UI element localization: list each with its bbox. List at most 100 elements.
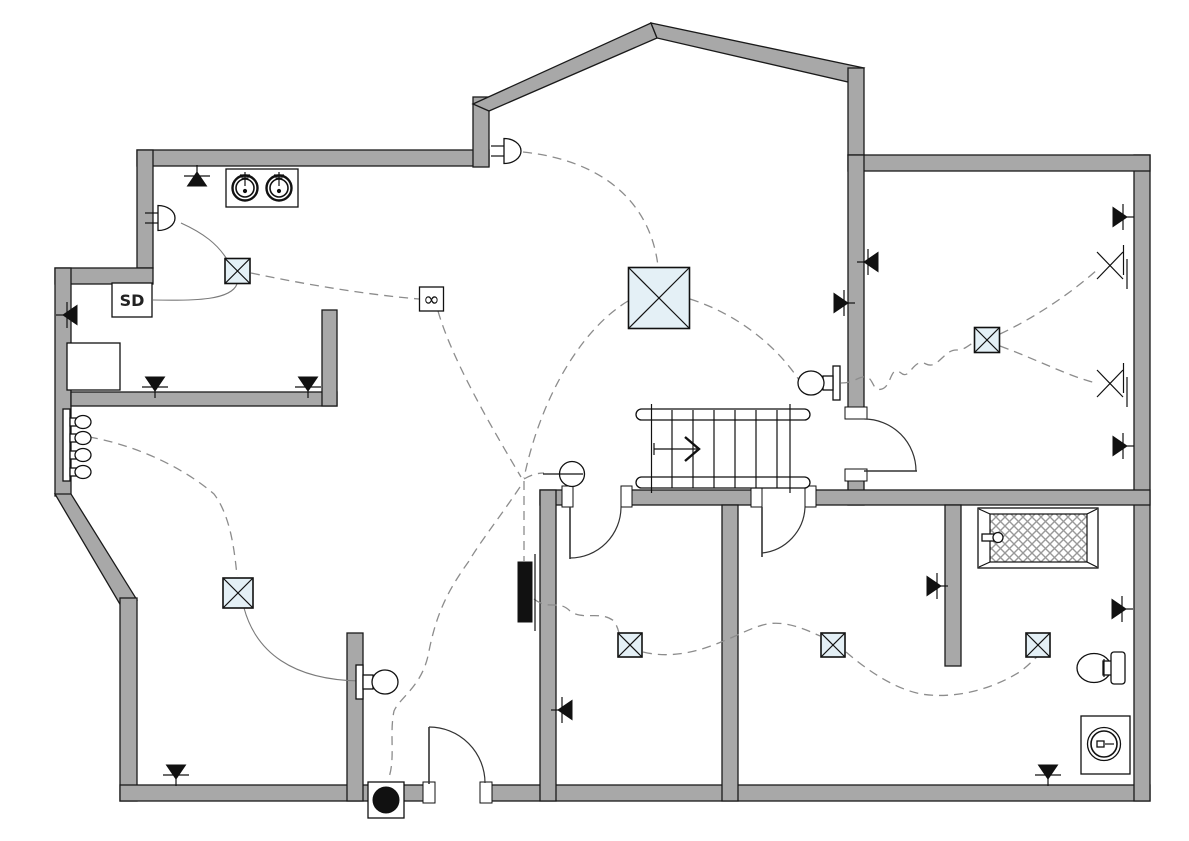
toilet xyxy=(1076,651,1126,685)
stair-direction-arrow xyxy=(653,436,701,462)
door-bottom-exterior xyxy=(422,726,493,804)
bathtub xyxy=(977,507,1099,569)
smoke-detector: SD xyxy=(111,282,153,318)
wire-to-sump-pump xyxy=(387,486,521,781)
wall-left-lower xyxy=(119,597,138,802)
wall-left-diagonal xyxy=(53,493,138,607)
outlet-bedroom-right-1 xyxy=(1112,204,1134,230)
symbol-layer: SD ∞ xyxy=(56,137,1134,819)
wire-room-left-to-room-right-box xyxy=(642,622,821,656)
door-jamb xyxy=(844,468,868,482)
walls xyxy=(53,22,1151,802)
outlet-laundry-top xyxy=(184,165,210,187)
outlet-bedroom-right-2 xyxy=(1112,433,1134,459)
door-swing-arc xyxy=(569,506,622,559)
stair-handrail-top xyxy=(635,408,811,421)
outlet-hall-right xyxy=(833,290,855,316)
laundry-sink xyxy=(225,168,299,208)
outlet-laundry-bottom-2 xyxy=(295,376,321,398)
outlet-laundry-left xyxy=(56,302,78,328)
outlet-bedroom-left xyxy=(857,249,879,275)
outlet-bath-right xyxy=(1111,596,1133,622)
wall-bottom-2 xyxy=(486,784,1151,802)
door-swing-arc xyxy=(863,418,917,472)
wall-lamp-laundry xyxy=(145,204,176,232)
outlet-bath-bottom xyxy=(1035,764,1061,786)
wall-light-bedroom-upper xyxy=(1096,245,1128,289)
wall-bay-left xyxy=(472,96,490,168)
wall-bay-right xyxy=(847,67,865,156)
ceiling-lamp-stairs xyxy=(543,460,586,488)
outlet-bath-divider xyxy=(926,573,948,599)
wall-divider-left xyxy=(539,489,557,802)
door-jamb xyxy=(844,406,868,420)
wire-fan-down xyxy=(437,310,522,478)
wire-lamp-to-box-laundry xyxy=(180,222,229,262)
wall-light-bedroom-lower xyxy=(1096,363,1128,407)
junction-box-main-ceiling xyxy=(627,266,691,330)
doors xyxy=(422,406,917,804)
door-jamb xyxy=(804,485,817,508)
wire-box-laundry-to-fan xyxy=(250,272,420,300)
fan-symbol-label: ∞ xyxy=(423,287,440,311)
wire-hall-lamp-to-bedroom-box xyxy=(840,341,976,391)
smoke-detector-label: SD xyxy=(120,291,145,310)
electrical-panel xyxy=(517,554,536,631)
wire-baylamp-to-main-box xyxy=(522,151,659,267)
wall-laundry-bottom xyxy=(70,391,338,407)
wall-bay-diag-right xyxy=(649,22,866,83)
wall-right xyxy=(1133,154,1151,802)
door-swing-arc xyxy=(428,726,486,784)
junction-box-room-right xyxy=(820,632,846,658)
door-room-right xyxy=(750,485,817,557)
wire-main-box-to-hall-lamp xyxy=(689,298,800,381)
wall-divider-vert-upper xyxy=(847,154,865,409)
cabinet xyxy=(66,342,121,391)
wire-main-box-down xyxy=(523,300,629,479)
wire-bedroom-box-to-light-upper xyxy=(999,269,1098,335)
door-jamb xyxy=(479,781,493,804)
wall-top-right xyxy=(847,154,1151,172)
wire-panel-to-room-left-box xyxy=(533,598,620,634)
door-jamb xyxy=(750,485,763,508)
wall-laundry-stub xyxy=(321,309,338,407)
track-light-left-wall xyxy=(62,408,92,482)
wire-bedroom-box-to-light-lower xyxy=(999,345,1097,384)
wire-box-to-smoke-detector xyxy=(152,283,238,301)
wall-lamp-family xyxy=(355,664,399,700)
wall-stub-bottom-left xyxy=(346,632,364,802)
wire-stub-to-stair-lamp xyxy=(523,472,545,480)
outlet-room-left xyxy=(551,697,573,723)
junction-box-room-left xyxy=(617,632,643,658)
fan-control: ∞ xyxy=(418,286,445,312)
junction-box-bedroom xyxy=(973,326,1001,354)
junction-box-bathroom xyxy=(1025,632,1051,658)
wall-lamp-hall xyxy=(797,365,841,401)
junction-box-laundry xyxy=(224,257,251,285)
wall-divider-mid xyxy=(721,504,739,802)
door-jamb xyxy=(422,781,436,804)
wire-box-to-lamp-family xyxy=(243,607,361,682)
door-stair-hall xyxy=(844,406,917,482)
door-jamb xyxy=(620,485,633,508)
wall-top-left xyxy=(136,149,490,167)
wire-track-to-family-box xyxy=(88,436,238,577)
door-jamb xyxy=(561,485,574,508)
wire-room-right-to-bath-box xyxy=(845,651,1038,697)
outlet-laundry-bottom-1 xyxy=(142,376,168,398)
wall-mid-horizontal-3 xyxy=(807,489,1151,506)
washing-machine xyxy=(1080,715,1131,775)
outlet-family-bottom xyxy=(163,764,189,786)
door-room-left xyxy=(561,485,633,559)
wall-bay-diag-left xyxy=(471,22,658,112)
wall-mid-horizontal-2 xyxy=(629,489,757,506)
wall-lamp-bay xyxy=(491,137,522,165)
staircase xyxy=(635,404,811,493)
door-swing-arc xyxy=(761,506,806,554)
stair-handrail-bottom xyxy=(635,476,811,489)
wiring xyxy=(88,151,1098,781)
sump-pump xyxy=(367,781,405,819)
junction-box-family xyxy=(222,577,254,609)
